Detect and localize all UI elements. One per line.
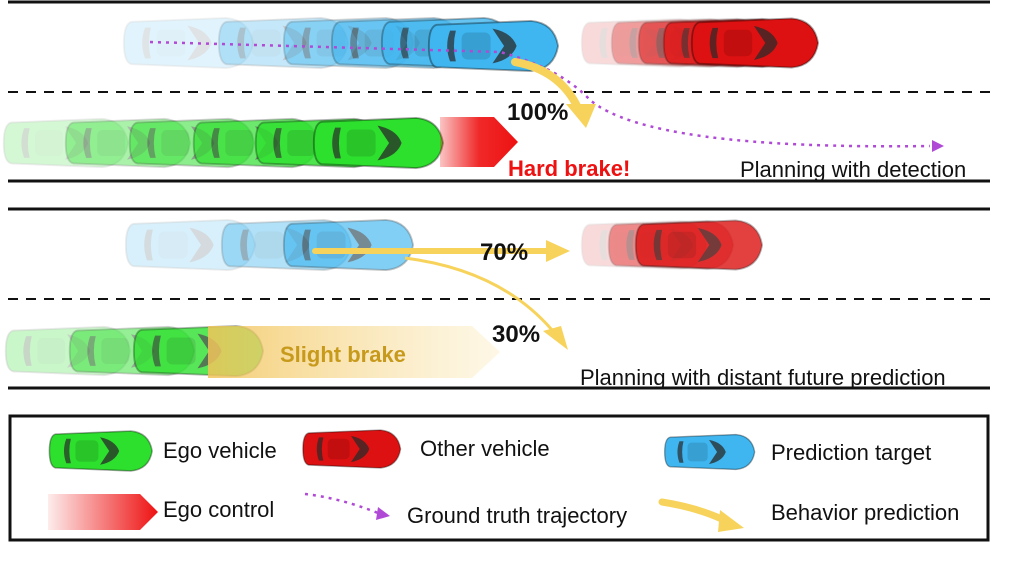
legend-ego-vehicle: Ego vehicle <box>163 438 277 463</box>
behavior-prediction-arrow-merge <box>404 256 554 331</box>
ego-vehicle-trail <box>2 116 445 170</box>
probability-label: 100% <box>507 99 568 126</box>
behavior-prediction-arrowhead <box>566 104 596 128</box>
other-vehicle-swatch <box>302 429 402 469</box>
behavior-prediction-swatch-arrowhead <box>718 510 744 532</box>
other-vehicle-trail <box>580 219 764 271</box>
ego-control-arrow <box>208 326 500 378</box>
scenario-prediction-panel: 70% 30% Slight brake Planning with dista… <box>4 207 990 390</box>
hard-brake-label: Hard brake! <box>508 156 630 181</box>
legend-frame <box>8 414 990 542</box>
ego-control-arrow <box>440 117 518 167</box>
probability-straight-label: 70% <box>480 239 528 266</box>
legend-behavior-prediction: Behavior prediction <box>771 500 959 525</box>
other-vehicle-trail <box>580 17 820 69</box>
ground-truth-arrowhead <box>932 140 944 152</box>
legend: Ego vehicle Other vehicle Prediction tar… <box>8 414 990 542</box>
behavior-prediction-arrowhead-merge <box>543 326 568 350</box>
prediction-target-swatch <box>663 433 756 471</box>
behavior-prediction-arrowhead-straight <box>546 240 570 262</box>
caption-detection: Planning with detection <box>740 157 966 182</box>
ego-vehicle-swatch <box>48 430 153 472</box>
legend-other-vehicle: Other vehicle <box>420 436 550 461</box>
scenario-detection-panel: 100% Hard brake! Planning with detection <box>2 0 990 183</box>
behavior-prediction-arrow <box>511 58 582 112</box>
ego-control-swatch <box>48 494 158 530</box>
legend-ego-control: Ego control <box>163 497 274 522</box>
prediction-target-trail <box>124 218 415 272</box>
legend-ground-truth: Ground truth trajectory <box>407 503 627 528</box>
caption-prediction: Planning with distant future prediction <box>580 365 946 390</box>
ground-truth-swatch-arrowhead <box>376 507 390 520</box>
legend-prediction-target: Prediction target <box>771 440 931 465</box>
probability-merge-label: 30% <box>492 321 540 348</box>
prediction-target-trail <box>122 16 560 73</box>
slight-brake-label: Slight brake <box>280 342 406 367</box>
ground-truth-trajectory <box>149 40 931 148</box>
